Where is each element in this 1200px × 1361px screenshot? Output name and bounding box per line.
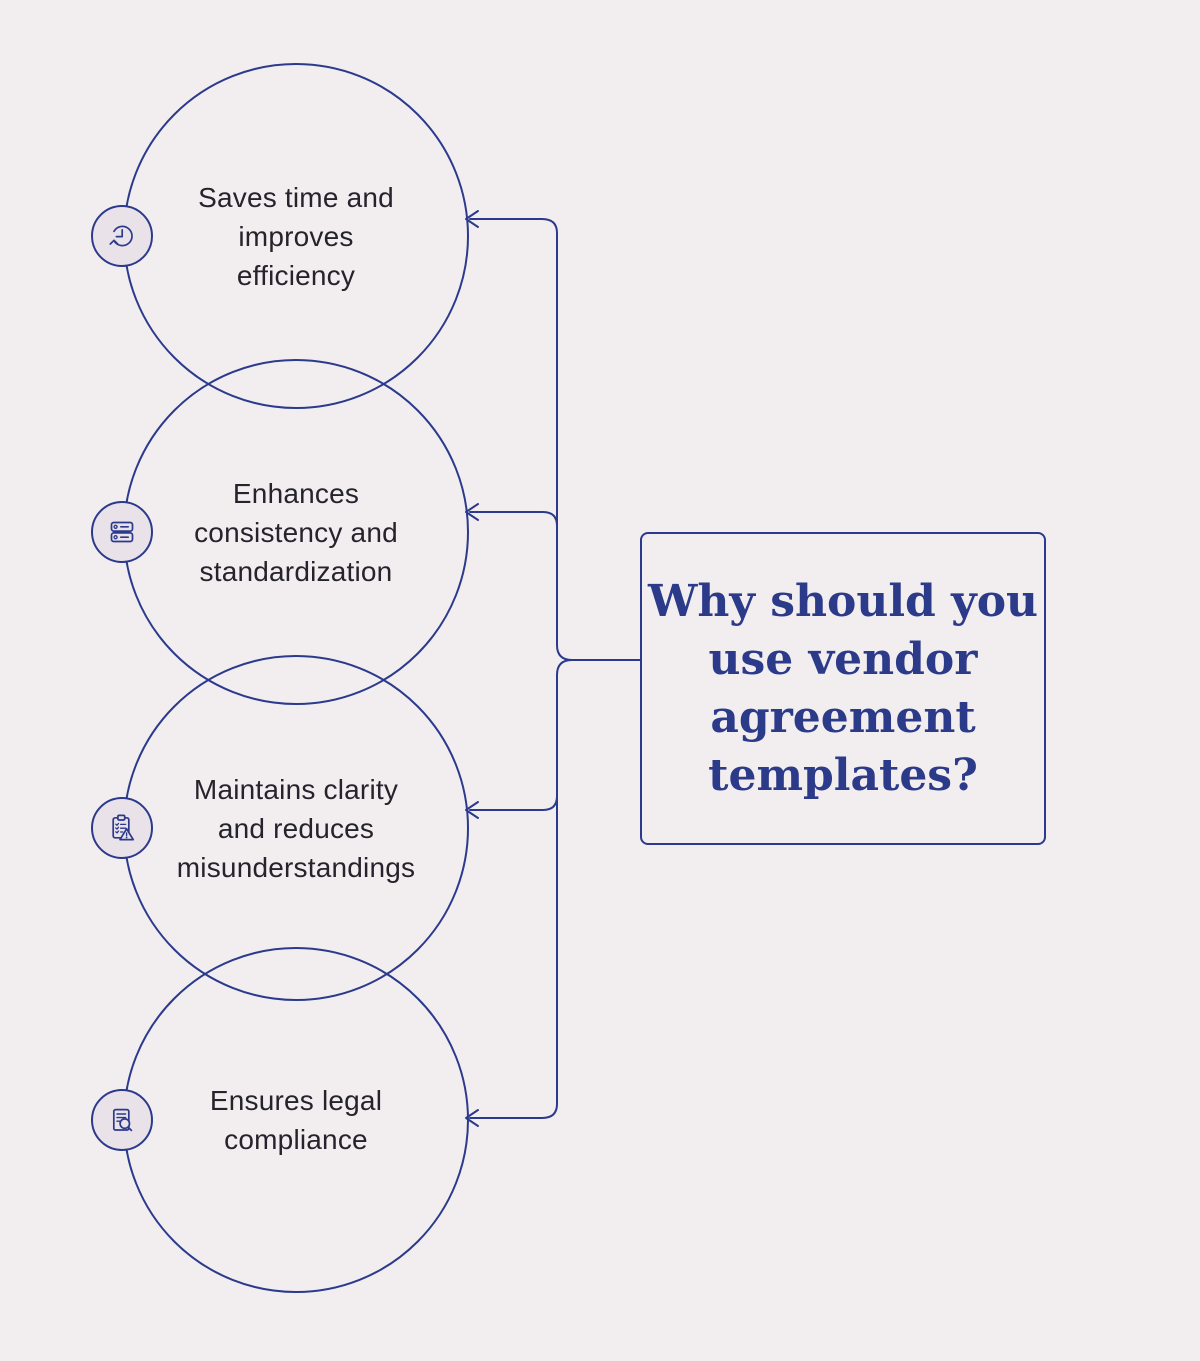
question-title: Why should you use vendor agreement temp… [647,575,1039,801]
server-stack-icon [110,521,134,543]
benefit-icon-badge-2 [91,501,153,563]
benefit-label-2: Enhances consistency and standardization [194,477,398,587]
benefit-circle-3: Maintains clarity and reduces misunderst… [123,655,469,1001]
benefit-circle-1: Saves time and improves efficiency [123,63,469,409]
document-search-icon [112,1108,133,1132]
clipboard-warning-icon [112,814,135,841]
question-box: Why should you use vendor agreement temp… [640,532,1046,845]
benefit-icon-badge-3 [91,797,153,859]
connector-to-benefit-2 [469,511,558,527]
connector-to-benefit-3 [469,795,558,811]
benefit-label-1: Saves time and improves efficiency [198,181,394,291]
connector-to-benefit-4 [469,659,641,1119]
benefit-circle-2: Enhances consistency and standardization [123,359,469,705]
benefit-icon-badge-1 [91,205,153,267]
history-clock-icon [109,225,133,247]
connector-to-benefit-1 [469,218,641,661]
benefit-label-3: Maintains clarity and reduces misunderst… [176,773,416,883]
benefit-label-4: Ensures legal compliance [209,1085,383,1155]
benefit-icon-badge-4 [91,1089,153,1151]
benefit-circle-4: Ensures legal compliance [123,947,469,1293]
